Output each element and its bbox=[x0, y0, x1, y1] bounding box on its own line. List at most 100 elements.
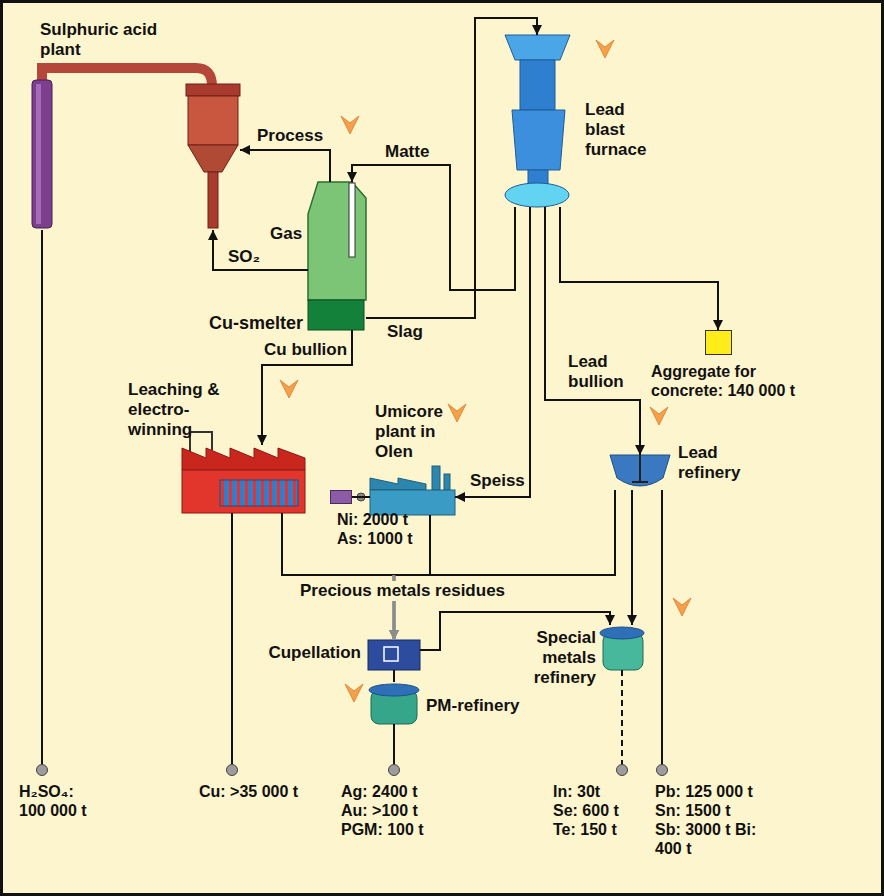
unit-label: Ni: 2000 t As: 1000 t bbox=[337, 511, 419, 549]
arrow-head bbox=[389, 630, 399, 640]
chimney bbox=[432, 466, 440, 490]
sawtooth-roof bbox=[182, 448, 305, 470]
stream-label: Speiss bbox=[468, 471, 527, 491]
flow-segment bbox=[545, 207, 640, 455]
arrow-head bbox=[713, 320, 723, 330]
ni-as-output: Ni: 2000 t As: 1000 t bbox=[330, 490, 352, 504]
unit-label: Sulphuric acid plant bbox=[40, 20, 175, 60]
flow-segment bbox=[393, 724, 395, 764]
flow-line bbox=[545, 207, 645, 455]
lead-refinery: Lead refinery bbox=[610, 455, 670, 490]
output-terminal: Ag: 2400 t Au: >100 t PGM: 100 t bbox=[388, 764, 400, 776]
gas-pipe bbox=[42, 68, 212, 86]
flow-line bbox=[240, 145, 330, 182]
flow-segment bbox=[661, 490, 663, 764]
orange-marker bbox=[341, 116, 359, 134]
plant-building bbox=[182, 470, 305, 513]
stream-label: SO₂ bbox=[226, 247, 262, 267]
flow-line bbox=[560, 207, 723, 330]
arrow-head bbox=[635, 445, 645, 455]
orange-marker bbox=[596, 40, 614, 58]
umicore-drawing bbox=[357, 466, 455, 515]
cupel-furnace bbox=[368, 640, 420, 670]
agitator bbox=[639, 455, 641, 482]
flow-line bbox=[394, 670, 395, 682]
unit-label: Cu-smelter bbox=[205, 313, 303, 334]
unit-label: In: 30t Se: 600 t Te: 150 t bbox=[553, 783, 629, 840]
arrow-head bbox=[389, 630, 399, 640]
flow-segment bbox=[41, 230, 43, 764]
smelter-drawing bbox=[308, 182, 366, 330]
unit-label: PM-refinery bbox=[426, 696, 536, 716]
chimney bbox=[444, 474, 450, 490]
vessel-lid bbox=[600, 627, 644, 639]
unit-label: Umicore plant in Olen bbox=[375, 402, 447, 462]
stream-label: Slag bbox=[385, 322, 425, 342]
furnace-shaft bbox=[520, 60, 555, 110]
vessel-cap bbox=[186, 84, 240, 96]
agitator-blade bbox=[632, 481, 648, 483]
vessel-nozzle bbox=[208, 172, 218, 228]
stream-label: Cu bullion bbox=[262, 340, 349, 360]
orange-marker bbox=[673, 598, 691, 616]
furnace-neck bbox=[528, 170, 548, 184]
output-terminal: H₂SO₄: 100 000 t bbox=[36, 764, 48, 776]
vessel-cone bbox=[188, 145, 238, 172]
unit-label: H₂SO₄: 100 000 t bbox=[19, 783, 97, 821]
arrow-head bbox=[532, 25, 542, 35]
aggregate-output: Aggregate for concrete: 140 000 t bbox=[705, 330, 732, 355]
flow-segment bbox=[631, 490, 633, 625]
furnace-bosh bbox=[512, 110, 565, 170]
flow-line bbox=[352, 497, 370, 498]
sulphuric-acid-plant: Sulphuric acid plant bbox=[20, 70, 240, 230]
leaching-plant: Leaching & electro-winning bbox=[182, 445, 305, 513]
lance bbox=[349, 183, 355, 257]
stream-label: Matte bbox=[383, 142, 431, 162]
flow-line bbox=[42, 230, 43, 764]
lead-blast-furnace: Lead blast furnace bbox=[505, 35, 570, 207]
note-label: Gas bbox=[268, 224, 304, 244]
stream-label: Process bbox=[255, 126, 325, 146]
unit-label: Cupellation bbox=[256, 643, 361, 663]
flow-line bbox=[257, 330, 352, 445]
flow-segment bbox=[352, 496, 370, 498]
cu-smelter: Cu-smelter bbox=[308, 182, 366, 330]
output-terminal: Cu: >35 000 t bbox=[226, 764, 238, 776]
cupellation: Cupellation bbox=[368, 640, 420, 670]
orange-marker bbox=[650, 407, 668, 425]
arrow-head bbox=[605, 615, 615, 625]
flow-segment bbox=[262, 330, 352, 445]
output-terminal: In: 30t Se: 600 t Te: 150 t bbox=[616, 764, 628, 776]
flow-line bbox=[394, 724, 395, 764]
flow-line bbox=[389, 490, 615, 640]
pm-refinery: PM-refinery bbox=[368, 682, 420, 724]
lead-refinery-drawing bbox=[610, 455, 670, 486]
flow-line bbox=[662, 490, 663, 764]
flow-line bbox=[455, 207, 530, 502]
arrow-head bbox=[240, 145, 250, 155]
absorption-column bbox=[32, 80, 52, 228]
sawtooth-roof bbox=[370, 478, 426, 490]
unit-label: Cu: >35 000 t bbox=[199, 783, 298, 802]
flow-segment bbox=[366, 18, 537, 318]
flow-segment bbox=[352, 165, 515, 290]
flow-segment bbox=[560, 207, 718, 330]
flow-segment bbox=[394, 490, 615, 575]
smelter-hearth bbox=[308, 300, 364, 330]
furnace-top bbox=[505, 35, 570, 60]
special-metals-refinery: Special metals refinery bbox=[600, 625, 645, 670]
converter-vessel bbox=[188, 96, 238, 145]
refining-kettle bbox=[610, 455, 670, 486]
leaching-drawing bbox=[182, 432, 305, 513]
flow-line bbox=[627, 490, 637, 625]
flow-line bbox=[366, 18, 542, 318]
unit-label: Special metals refinery bbox=[524, 628, 596, 688]
pm-drawing bbox=[368, 627, 644, 724]
flow-segment bbox=[621, 670, 623, 764]
flow-segment bbox=[240, 150, 330, 182]
flow-segment bbox=[393, 670, 395, 682]
electrowinning-cells bbox=[220, 480, 298, 506]
